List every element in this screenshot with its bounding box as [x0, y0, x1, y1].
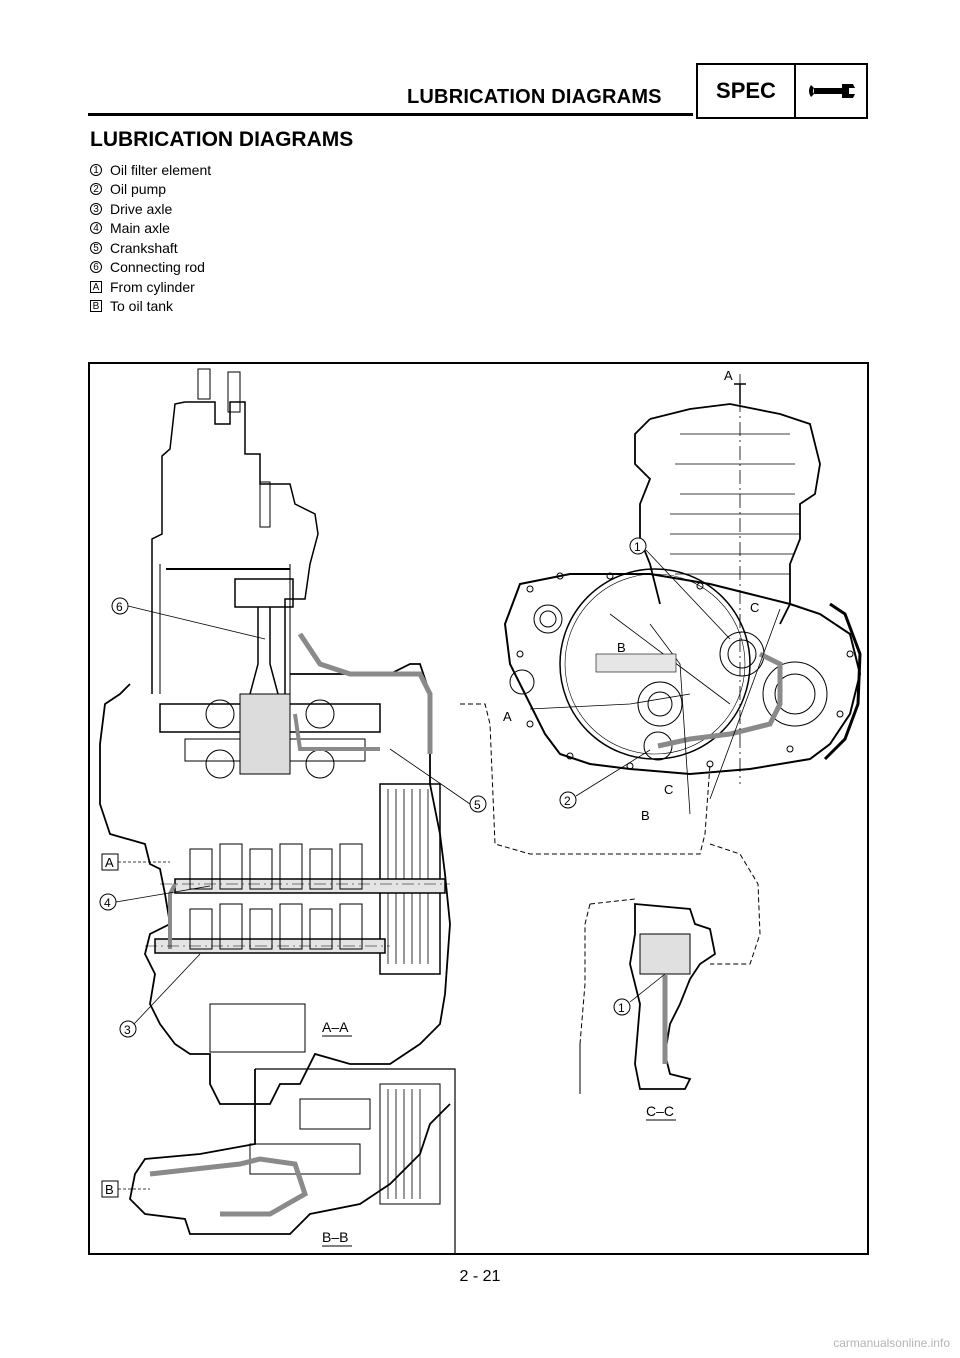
callout-5: 5 [389, 748, 487, 813]
callout-marker: 6 [90, 261, 102, 274]
cut-marker-b-bottom: B [641, 808, 650, 823]
section-marker: A [90, 280, 102, 293]
callout-2-label: 2 [564, 794, 571, 808]
callout-6: 6 [111, 597, 266, 640]
cut-marker-c-top: C [750, 600, 759, 615]
callout-marker: 5 [90, 241, 102, 254]
watermark: carmanualsonline.info [833, 1336, 950, 1350]
callout-1-label: 1 [634, 540, 641, 554]
callout-2: 2 [559, 749, 651, 809]
marker-a: A [101, 853, 170, 871]
cut-marker-a-left: A [503, 709, 512, 724]
legend-label: Crankshaft [110, 239, 178, 256]
spec-badge: SPEC [696, 63, 868, 119]
callout-3-label: 3 [124, 1023, 131, 1037]
legend-label: Main axle [110, 220, 170, 237]
legend-item: 4 Main axle [90, 219, 211, 239]
engine-side-view-drawing [503, 374, 862, 815]
cut-marker-a-top: A [724, 368, 733, 383]
section-label-c-c: C–C [646, 1103, 674, 1119]
callout-4: 4 [99, 885, 211, 911]
legend-label: Oil pump [110, 181, 167, 198]
callout-marker: 1 [90, 163, 102, 176]
header-title: LUBRICATION DIAGRAMS [407, 86, 662, 108]
section-c-c-drawing [579, 903, 717, 1094]
legend-item: A From cylinder [90, 277, 211, 297]
legend-label: Oil filter element [110, 161, 212, 178]
section-b-b-drawing [129, 1068, 456, 1253]
legend-label: Connecting rod [110, 259, 205, 276]
legend-list: 1 Oil filter element 2 Oil pump 3 Drive axl… [90, 160, 211, 316]
spec-label: SPEC [698, 65, 796, 117]
callout-1-side: 1 [629, 537, 731, 640]
wrench-icon [796, 65, 866, 117]
legend-item: 6 Connecting rod [90, 258, 211, 278]
section-a-a-drawing [99, 368, 451, 1105]
legend-label: From cylinder [110, 278, 195, 295]
legend-item: 3 Drive axle [90, 199, 211, 219]
callout-1-section: 1 [613, 973, 666, 1016]
section-marker: B [90, 300, 102, 313]
callout-marker: 3 [90, 202, 102, 215]
section-title: LUBRICATION DIAGRAMS [90, 128, 354, 151]
legend-item: B To oil tank [90, 297, 211, 317]
callout-3: 3 [119, 953, 201, 1038]
legend-label: Drive axle [110, 200, 173, 217]
legend-label: To oil tank [110, 298, 174, 315]
header-rule [88, 113, 693, 116]
engine-cross-section-drawing: A–A B–B [99, 368, 862, 1253]
section-label-b-b: B–B [322, 1229, 348, 1245]
lubrication-diagram: A–A B–B [88, 362, 869, 1255]
legend-item: 1 Oil filter element [90, 160, 211, 180]
marker-b: B [101, 1180, 150, 1198]
page-number: 2 - 21 [459, 1268, 501, 1285]
callout-marker: 4 [90, 222, 102, 235]
legend-item: 2 Oil pump [90, 180, 211, 200]
cut-marker-b-top: B [617, 640, 626, 655]
marker-a-label: A [105, 855, 114, 870]
callout-marker: 2 [90, 183, 102, 196]
marker-b-label: B [105, 1182, 114, 1197]
callout-6-label: 6 [116, 600, 123, 614]
callout-4-label: 4 [104, 896, 111, 910]
legend-item: 5 Crankshaft [90, 238, 211, 258]
section-label-a-a: A–A [322, 1019, 349, 1035]
callout-1-label: 1 [618, 1001, 625, 1015]
callout-5-label: 5 [474, 798, 481, 812]
cut-marker-c-bottom: C [664, 782, 673, 797]
